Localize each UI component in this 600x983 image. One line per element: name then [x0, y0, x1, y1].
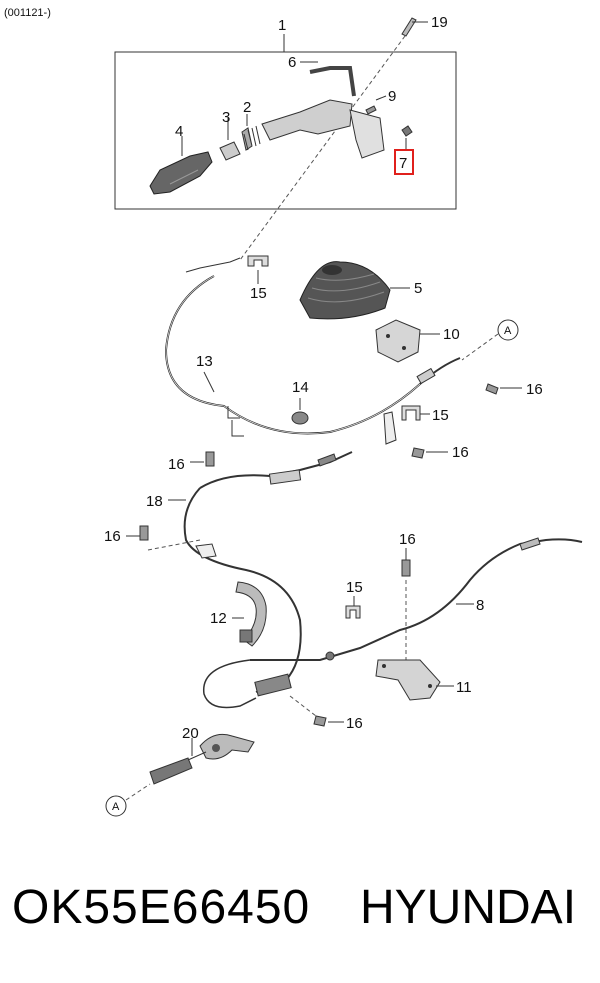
cable-13-part — [164, 257, 461, 437]
callout-20: 20 — [182, 725, 199, 742]
callout-9: 9 — [388, 88, 396, 105]
callout-12: 12 — [210, 610, 227, 627]
ref-a-top: A — [504, 325, 512, 337]
callout-16-bottom: 16 — [346, 715, 363, 732]
lever-body-part — [261, 99, 385, 159]
highlight-box-7 — [394, 149, 414, 175]
callout-10: 10 — [443, 326, 460, 343]
boot-5-part — [299, 261, 391, 320]
callout-1: 1 — [278, 17, 286, 34]
callout-6: 6 — [288, 54, 296, 71]
grip-4-part — [149, 151, 213, 195]
spring-2-part — [241, 125, 261, 151]
brand-name: HYUNDAI — [360, 881, 577, 934]
bolt-19-part — [401, 17, 417, 37]
callout-2: 2 — [243, 99, 251, 116]
cable-8-part — [203, 537, 583, 709]
callout-15-mid: 15 — [432, 407, 449, 424]
callout-16-mid-right: 16 — [452, 444, 469, 461]
bracket-10-part — [375, 319, 421, 363]
callout-18: 18 — [146, 493, 163, 510]
callout-5: 5 — [414, 280, 422, 297]
callout-13: 13 — [196, 353, 213, 370]
callout-16-right-top: 16 — [526, 381, 543, 398]
callout-19: 19 — [431, 14, 448, 31]
callout-15-top: 15 — [250, 285, 267, 302]
callout-16-left-lower: 16 — [104, 528, 121, 545]
button-3-part — [219, 141, 241, 161]
callout-3: 3 — [222, 109, 230, 126]
callout-8: 8 — [476, 597, 484, 614]
callout-16-right-lower: 16 — [399, 531, 416, 548]
bracket-12-part — [235, 581, 267, 647]
cable-18-part — [183, 451, 353, 693]
bracket-11-part — [375, 659, 441, 701]
callout-16-left-upper: 16 — [168, 456, 185, 473]
diagram-code: (001121-) — [4, 7, 51, 19]
callout-14: 14 — [292, 379, 309, 396]
equalizer-20-part — [149, 733, 255, 785]
ref-a-bottom: A — [112, 801, 120, 813]
callout-15-lower: 15 — [346, 579, 363, 596]
callout-4: 4 — [175, 123, 183, 140]
callout-7: 7 — [399, 155, 407, 172]
part-number: OK55E66450 — [12, 881, 311, 934]
callout-11: 11 — [456, 679, 472, 696]
lever-assembly-frame — [114, 51, 457, 210]
